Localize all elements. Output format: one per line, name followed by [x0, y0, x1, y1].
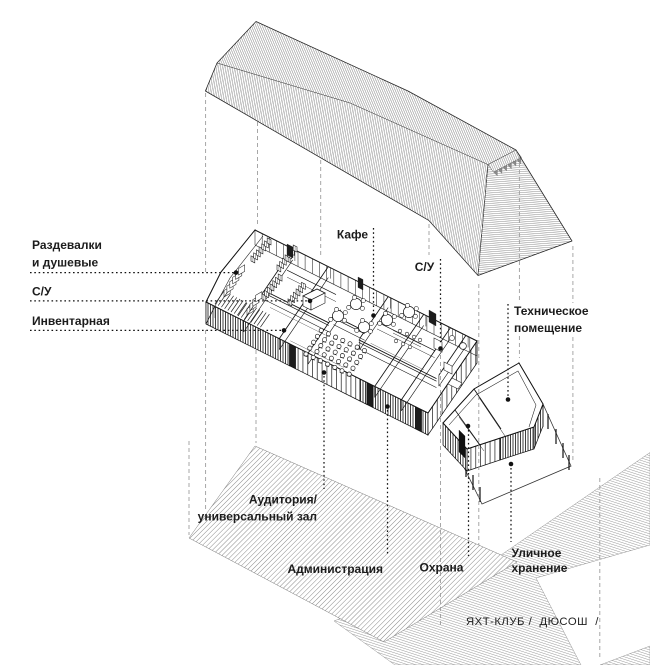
svg-text:С/У: С/У — [415, 260, 435, 274]
svg-text:Администрация: Администрация — [288, 562, 383, 576]
svg-text:С/У: С/У — [32, 285, 52, 299]
svg-text:Уличное: Уличное — [512, 546, 562, 560]
svg-text:Кафе: Кафе — [337, 228, 368, 242]
svg-text:и душевые: и душевые — [32, 256, 98, 270]
svg-text:Аудитория/: Аудитория/ — [249, 493, 318, 507]
svg-text:ЯХТ-КЛУБ / ДЮСОШ /: ЯХТ-КЛУБ / ДЮСОШ / — [466, 616, 599, 628]
svg-text:хранение: хранение — [512, 561, 568, 575]
svg-text:помещение: помещение — [514, 321, 582, 335]
svg-text:Инвентарная: Инвентарная — [32, 314, 110, 328]
svg-text:Охрана: Охрана — [420, 561, 464, 575]
svg-text:универсальный зал: универсальный зал — [198, 510, 317, 524]
svg-text:Раздевалки: Раздевалки — [32, 238, 102, 252]
svg-text:Техническое: Техническое — [514, 304, 589, 318]
